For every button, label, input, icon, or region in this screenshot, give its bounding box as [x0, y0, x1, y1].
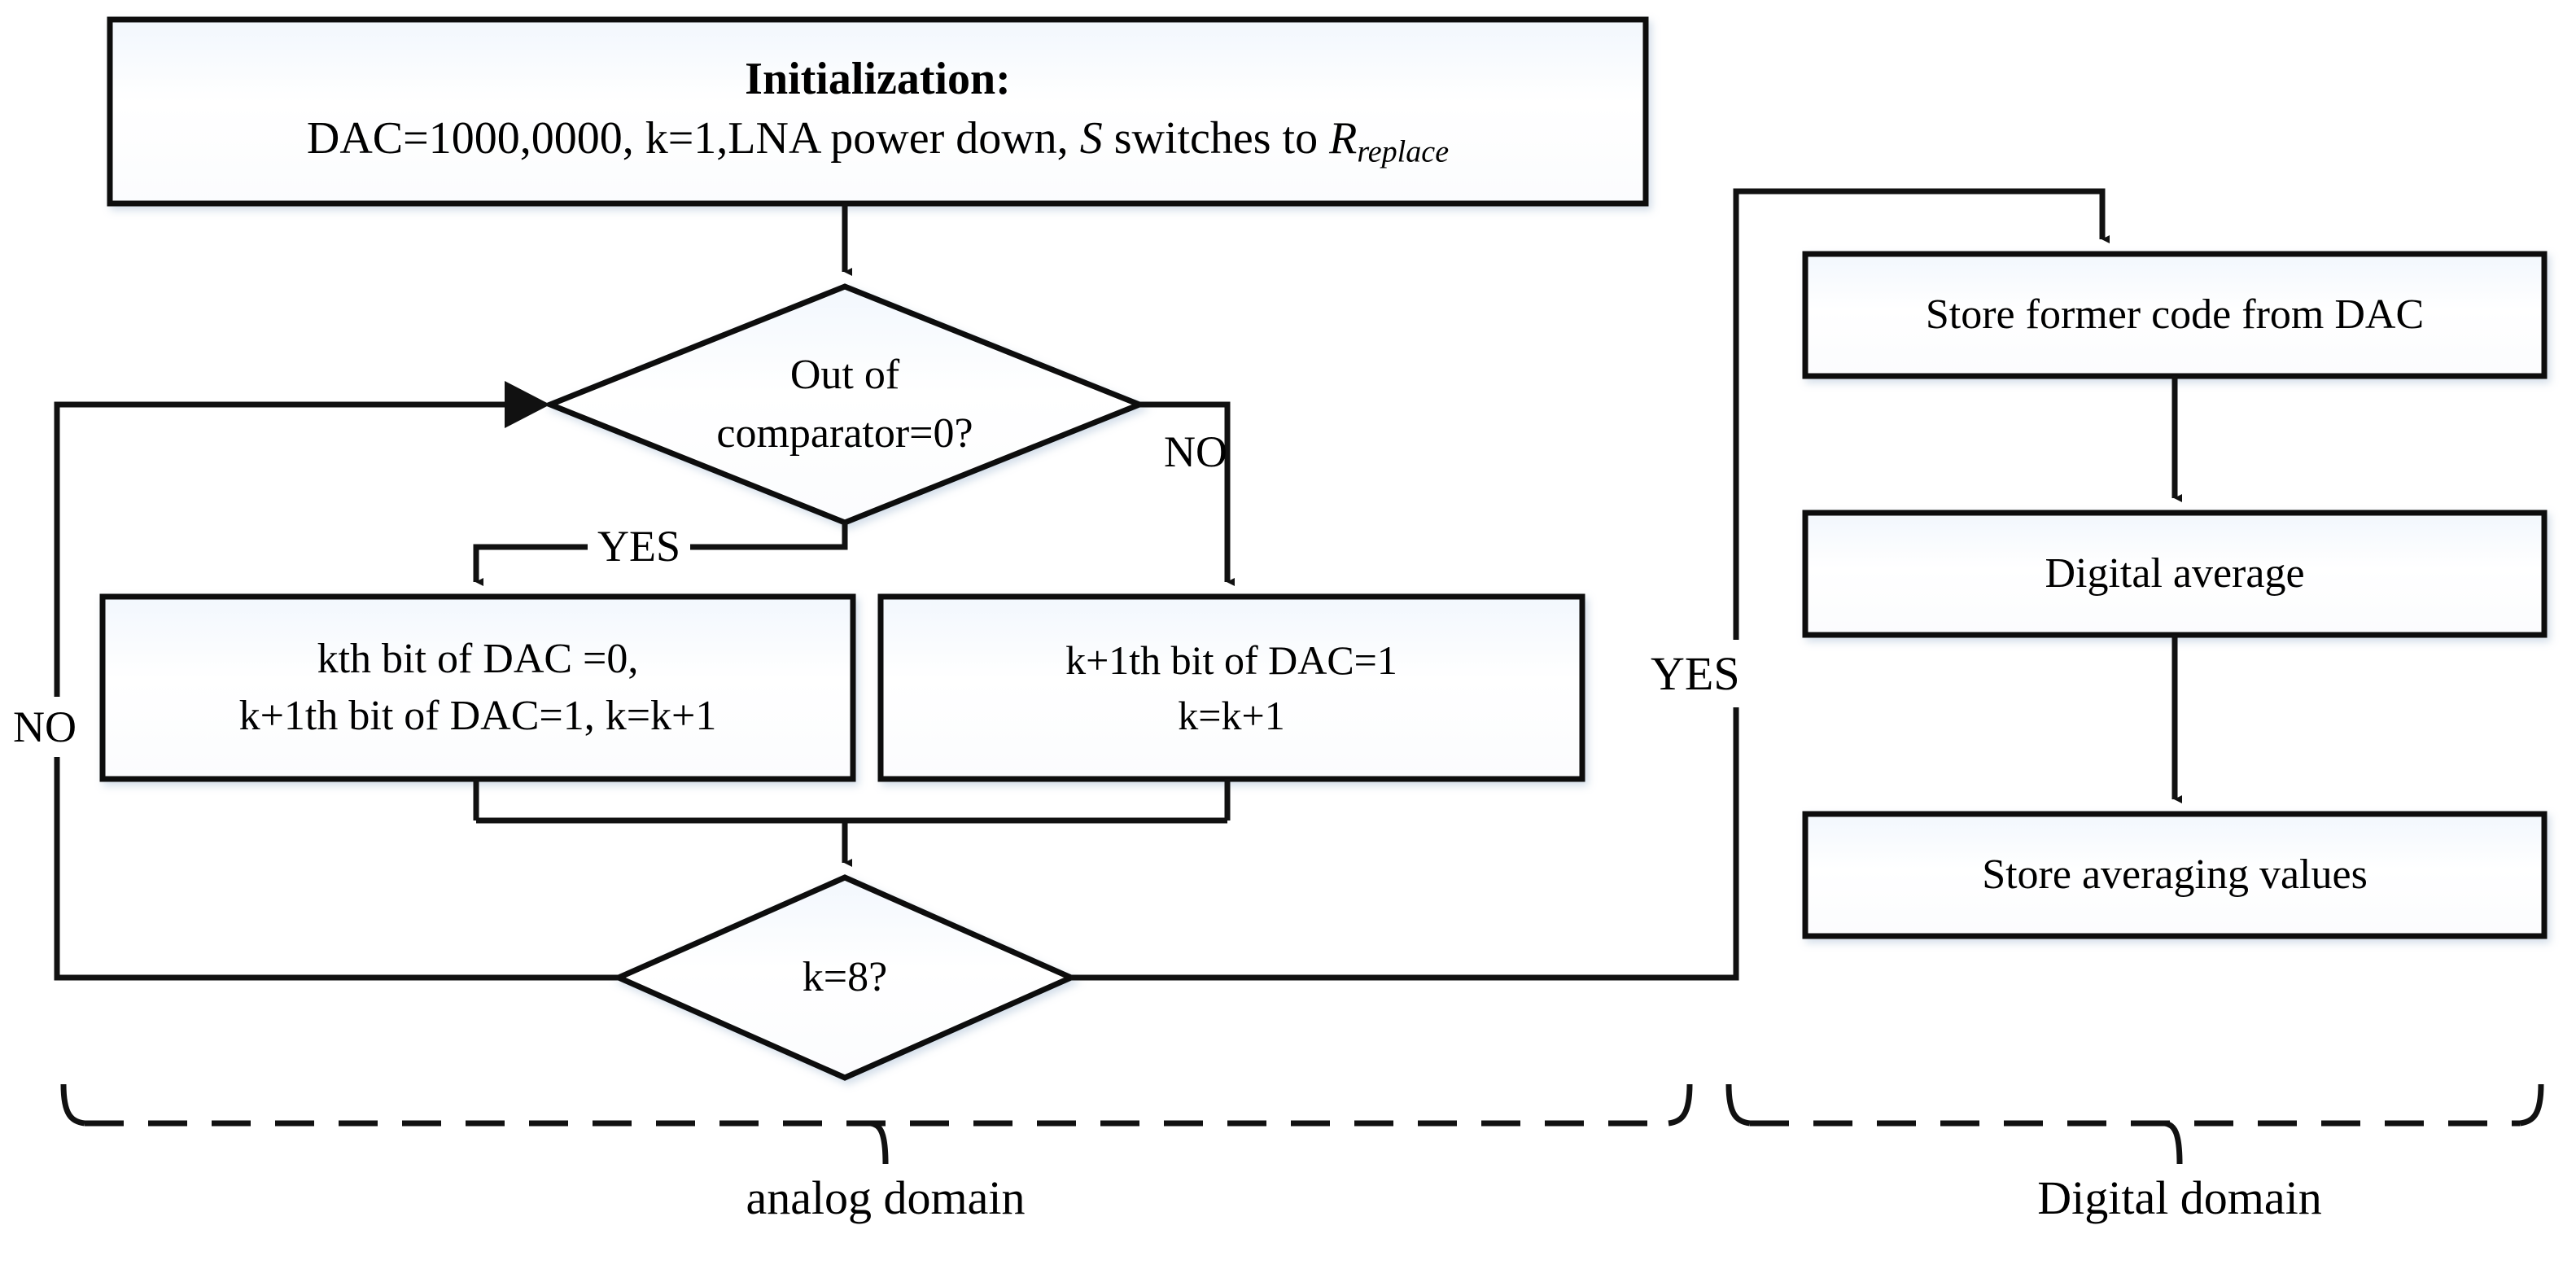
domain-label-digital: Digital domain — [2037, 1171, 2322, 1224]
arrowhead-loopback-into-comparator — [505, 381, 550, 428]
brace-digital-center-tip — [2164, 1120, 2183, 1165]
node-process-left-box — [99, 593, 856, 782]
edge-label-yes-comparator: YES — [588, 521, 691, 571]
node-comparator-decision-diamond — [542, 283, 1148, 526]
domain-label-analog: analog domain — [746, 1171, 1026, 1224]
edge-k8-yes-to-digital — [1071, 188, 2110, 981]
node-store-averaging-values-box — [1802, 811, 2548, 939]
node-k8-decision-diamond — [611, 874, 1078, 1081]
domain-braces — [60, 1083, 2544, 1165]
brace-digital-right-tip — [2519, 1083, 2544, 1127]
brace-analog-left-tip — [60, 1083, 85, 1127]
edge-k8-no-loopback — [54, 401, 619, 981]
brace-digital-left-tip — [1725, 1083, 1751, 1127]
edge-label-no-loopback: NO — [10, 697, 80, 757]
edge-comparator-no-to-right — [1139, 401, 1235, 586]
edge-label-no-comparator: NO — [1164, 427, 1227, 476]
brace-analog-center-tip — [870, 1120, 889, 1165]
node-initialization-box — [107, 16, 1649, 207]
node-digital-average-box — [1802, 510, 2548, 638]
edge-label-yes-k8: YES — [1646, 640, 1745, 707]
brace-analog-right-tip — [1668, 1083, 1693, 1127]
node-process-right-box — [877, 593, 1585, 782]
node-store-former-code-box — [1802, 251, 2548, 379]
